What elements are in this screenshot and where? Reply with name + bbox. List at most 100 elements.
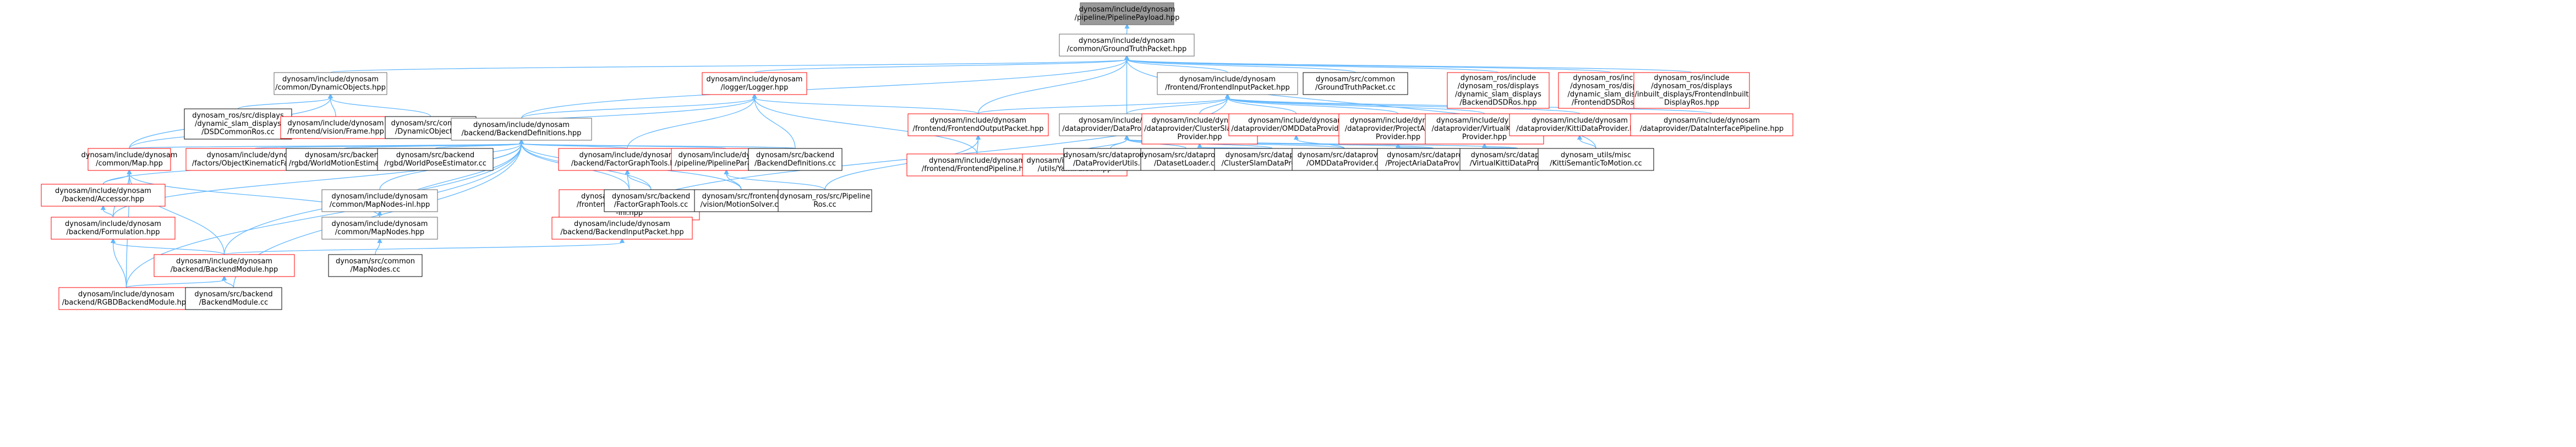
graph-node[interactable]: dynosam/src/common/DynamicObjects.cc xyxy=(385,116,477,139)
dependency-edge xyxy=(754,54,1129,73)
node-label-line: DisplayRos.hpp xyxy=(1664,99,1719,107)
node-label-line: /common/GroundTruthPacket.hpp xyxy=(1067,45,1187,53)
dependency-edge xyxy=(1293,134,1345,149)
node-label-line: dynosam/include/dynosam xyxy=(574,220,670,228)
graph-node[interactable]: dynosam/src/common/MapNodes.cc xyxy=(328,254,423,277)
graph-node[interactable]: dynosam/src/backend/BackendModule.cc xyxy=(185,287,282,310)
node-label-line: /DataProviderUtils.cc xyxy=(1073,159,1148,168)
node-label-line: /MapNodes.cc xyxy=(351,266,401,274)
node-box xyxy=(184,108,292,140)
graph-node[interactable]: dynosam_ros/src/displays/dynamic_slam_di… xyxy=(184,108,292,140)
node-label-line: dynosam/src/common xyxy=(1316,75,1395,84)
graph-node[interactable]: dynosam/src/common/GroundTruthPacket.cc xyxy=(1303,72,1408,95)
graph-node[interactable]: dynosam/include/dynosam/backend/BackendM… xyxy=(154,254,295,277)
dependency-edge xyxy=(1124,54,1692,73)
graph-node[interactable]: dynosam/include/dynosam/common/MapNodes-… xyxy=(321,189,438,212)
node-box xyxy=(1157,72,1298,95)
node-box xyxy=(551,217,693,240)
graph-node[interactable]: dynosam/include/dynosam/common/DynamicOb… xyxy=(274,72,387,95)
dependency-edge xyxy=(1124,54,1228,73)
node-box xyxy=(377,148,494,171)
node-label-line: /common/DynamicObjects.hpp xyxy=(275,84,386,92)
node-box xyxy=(451,118,592,141)
node-label-line: dynosam/src/backend xyxy=(756,151,834,159)
dependency-edge xyxy=(1124,54,1611,73)
graph-node[interactable]: dynosam/src/dataprovider/ProjectAriaData… xyxy=(1377,148,1491,171)
node-label-line: dynosam/include/dynosam xyxy=(1350,117,1446,125)
node-box xyxy=(1059,34,1195,57)
graph-node[interactable]: dynosam_ros/include/dynosam_ros/displays… xyxy=(1447,72,1550,109)
node-box xyxy=(321,217,438,240)
graph-node[interactable]: dynosam_utils/misc/KittiSemanticToMotion… xyxy=(1538,148,1654,171)
node-label-line: /FrontendDSDRos.hpp xyxy=(1572,99,1650,107)
dependency-edge xyxy=(724,169,825,190)
node-label-line: dynosam/include/dynosam xyxy=(81,151,178,159)
node-box xyxy=(328,254,423,277)
graph-node[interactable]: dynosam/src/dataprovider/DataProviderUti… xyxy=(1063,148,1158,171)
node-label-line: /dynosam_ros/displays xyxy=(1651,82,1732,91)
graph-node[interactable]: dynosam/include/dynosam/logger/Logger.hp… xyxy=(702,72,807,95)
node-label-line: /frontend/FrontendInputPacket.hpp xyxy=(1165,84,1290,92)
graph-node[interactable]: dynosam/include/dynosam/common/MapNodes.… xyxy=(321,217,438,240)
graph-node[interactable]: dynosam/include/dynosam/backend/Accessor… xyxy=(41,184,166,207)
graph-node[interactable]: dynosam/include/dynosam/backend/BackendI… xyxy=(551,217,693,240)
graph-node[interactable]: dynosam/include/dynosam/backend/RGBDBack… xyxy=(58,287,194,310)
node-box xyxy=(1509,113,1650,136)
node-label-line: dynosam/src/dataprovider xyxy=(1298,151,1392,159)
node-label-line: /BackendDSDRos.hpp xyxy=(1459,99,1536,107)
node-label-line: /BackendDefinitions.cc xyxy=(754,159,836,168)
node-label-line: /vision/MotionSolver.cc xyxy=(701,201,783,209)
graph-node[interactable]: dynosam/include/dynosam/common/GroundTru… xyxy=(1059,34,1195,57)
node-label-line: /rgbd/WorldMotionEstimator.cc xyxy=(289,159,399,168)
dependency-edge xyxy=(221,275,234,288)
dependency-edge xyxy=(1224,93,1297,114)
graph-node[interactable]: dynosam/src/backend/rgbd/WorldPoseEstima… xyxy=(377,148,494,171)
node-label-line: /OMDDataProvider.cc xyxy=(1306,159,1382,168)
node-label-line: /dataprovider/KittiDataProvider.hpp xyxy=(1516,125,1643,133)
graph-node[interactable]: dynosam/include/dynosam/dataprovider/Kit… xyxy=(1509,113,1650,136)
graph-node[interactable]: dynosam/include/dynosam/frontend/vision/… xyxy=(280,116,391,139)
node-label-line: Provider.hpp xyxy=(1177,133,1222,141)
node-label-line: /dataprovider/OMDDataProvider.hpp xyxy=(1232,125,1361,133)
graph-node[interactable]: dynosam/include/dynosam/pipeline/Pipelin… xyxy=(1075,2,1180,25)
dependency-edge xyxy=(100,205,114,218)
node-label-line: dynosam/include/dynosam xyxy=(1532,117,1628,125)
graph-node[interactable]: dynosam/include/dynosam/backend/BackendD… xyxy=(451,118,592,141)
node-label-line: /DynamicObjects.cc xyxy=(395,128,466,136)
node-label-line: dynosam/include/dynosam xyxy=(929,157,1025,165)
node-label-line: /frontend/FrontendOutputPacket.hpp xyxy=(912,125,1043,133)
graph-node[interactable]: dynosam/include/dynosam/dataprovider/Dat… xyxy=(1630,113,1793,136)
node-label-line: dynosam/include/dynosam xyxy=(288,119,384,128)
node-label-line: /KittiSemanticToMotion.cc xyxy=(1550,159,1642,168)
node-box xyxy=(1630,113,1793,136)
node-label-line: /DSDCommonRos.cc xyxy=(201,128,275,136)
node-label-line: /DatasetLoader.cc xyxy=(1154,159,1218,168)
dependency-edge xyxy=(1199,93,1230,114)
dependency-edge xyxy=(110,238,225,255)
node-label-line: dynosam/src/backend xyxy=(396,151,474,159)
dependency-edge xyxy=(977,54,1130,114)
dependency-edge xyxy=(1577,134,1596,149)
dependency-edge xyxy=(1124,54,1499,73)
node-label-line: dynosam/src/dataprovider xyxy=(1064,151,1158,159)
graph-node[interactable]: dynosam/include/dynosam/backend/Formulat… xyxy=(51,217,176,240)
graph-node[interactable]: dynosam/src/backend/FactorGraphTools.cc xyxy=(604,189,698,212)
node-label-line: dynosam/include/dynosam xyxy=(207,151,303,159)
graph-node[interactable]: dynosam/src/frontend/vision/MotionSolver… xyxy=(694,189,789,212)
node-label-line: /inbuilt_displays/FrontendInbuilt xyxy=(1634,91,1748,99)
node-label-line: /dynamic_slam_displays xyxy=(1455,91,1541,99)
graph-node[interactable]: dynosam_ros/include/dynosam_ros/displays… xyxy=(1633,72,1750,109)
nodes-layer: dynosam/include/dynosam/pipeline/Pipelin… xyxy=(41,2,1793,310)
dependency-edge xyxy=(125,275,227,288)
graph-node[interactable]: dynosam/src/backend/BackendDefinitions.c… xyxy=(748,148,843,171)
graph-node[interactable]: dynosam/include/dynosam/common/Map.hpp xyxy=(81,148,178,171)
dependency-edge xyxy=(519,139,796,149)
node-label-line: Provider.hpp xyxy=(1376,133,1420,141)
node-label-line: /dynosam_ros/displays xyxy=(1570,82,1651,91)
graph-node[interactable]: dynosam/include/dynosam/frontend/Fronten… xyxy=(1157,72,1298,95)
dependency-edge xyxy=(521,54,1130,119)
graph-node[interactable]: dynosam/include/dynosam/frontend/Fronten… xyxy=(907,113,1049,136)
node-box xyxy=(604,189,698,212)
